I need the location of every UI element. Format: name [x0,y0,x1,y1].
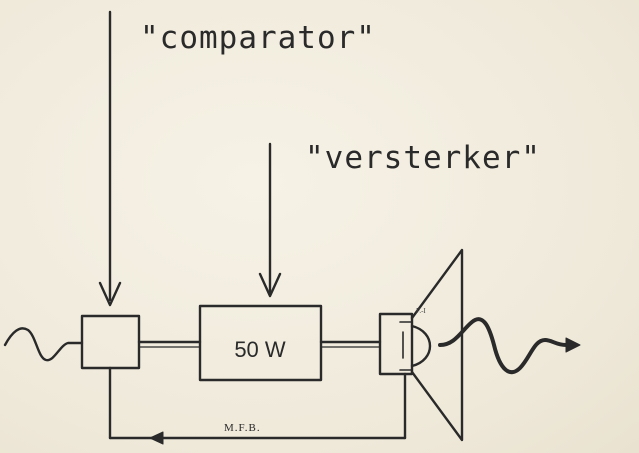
input-signal-wave [3,327,84,362]
versterker-label: "versterker" [305,140,541,176]
feedback-label: M.F.B. [224,422,261,434]
output-arrowhead [565,337,581,353]
speaker-mark-label: F.-I [416,307,426,315]
output-sound-wave [438,317,568,375]
comparator-label: "comparator" [140,20,376,56]
comparator-pointer-arrowhead [98,281,122,307]
speaker-cone [410,248,464,442]
comparator-block [80,314,141,370]
speaker-magnet [378,312,414,376]
amplifier-pointer-arrowhead [258,272,282,298]
amplifier-power-label: 50 W [234,337,286,362]
speaker-dome [410,324,431,368]
feedback-arrowhead [149,431,164,445]
